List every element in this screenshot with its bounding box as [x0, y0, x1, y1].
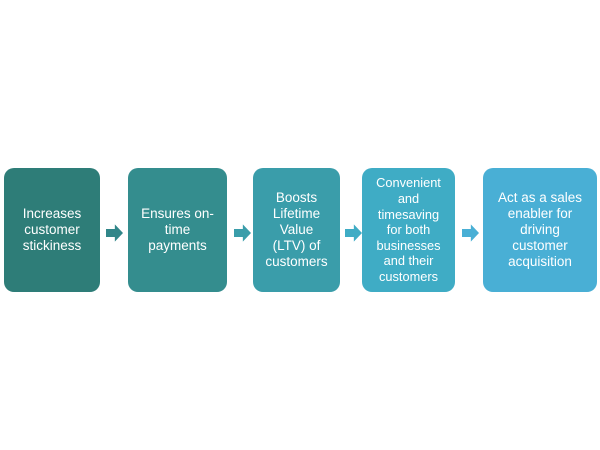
arrow-right-icon-2: [234, 224, 251, 242]
step-label-2: Ensures on- time payments: [141, 205, 214, 254]
arrow-right-icon-3: [345, 224, 362, 242]
step-label-5: Act as a sales enabler for driving custo…: [497, 189, 583, 270]
step-box-1: Increases customer stickiness: [4, 168, 100, 292]
step-box-2: Ensures on- time payments: [128, 168, 227, 292]
arrow-right-icon-1: [106, 224, 123, 242]
step-box-4: Convenient and timesaving for both busin…: [362, 168, 455, 292]
step-label-4: Convenient and timesaving for both busin…: [376, 175, 441, 285]
arrow-right-icon-4: [462, 224, 479, 242]
step-label-1: Increases customer stickiness: [22, 205, 82, 254]
step-box-5: Act as a sales enabler for driving custo…: [483, 168, 597, 292]
step-label-3: Boosts Lifetime Value (LTV) of customers: [265, 189, 328, 270]
step-box-3: Boosts Lifetime Value (LTV) of customers: [253, 168, 340, 292]
